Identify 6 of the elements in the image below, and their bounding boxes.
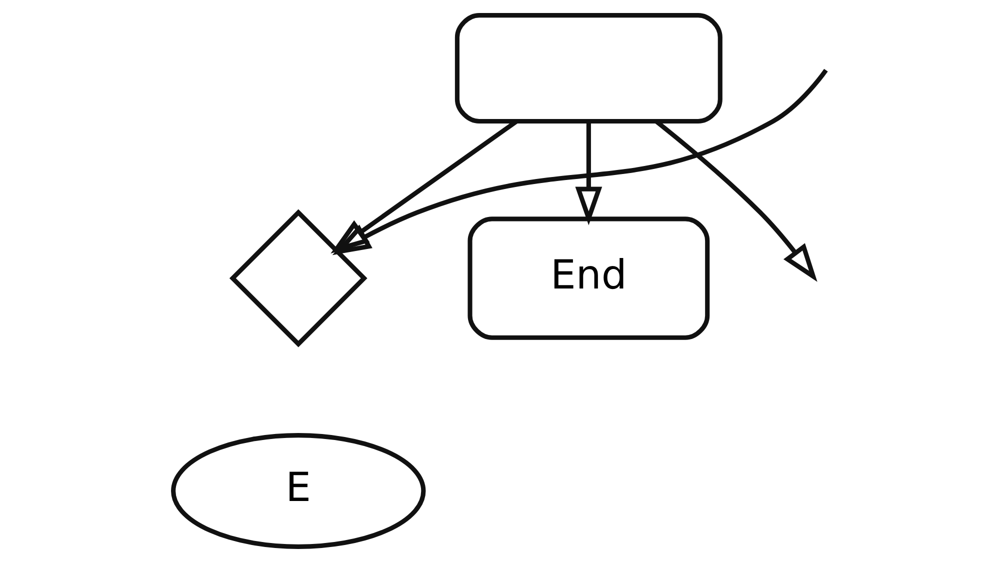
node-box: [454, 13, 722, 124]
node-box: End: [468, 216, 710, 340]
node-ellipse: E: [171, 433, 426, 549]
node-diamond: [229, 209, 368, 348]
arrow: [575, 122, 602, 226]
arrow: [330, 68, 828, 256]
